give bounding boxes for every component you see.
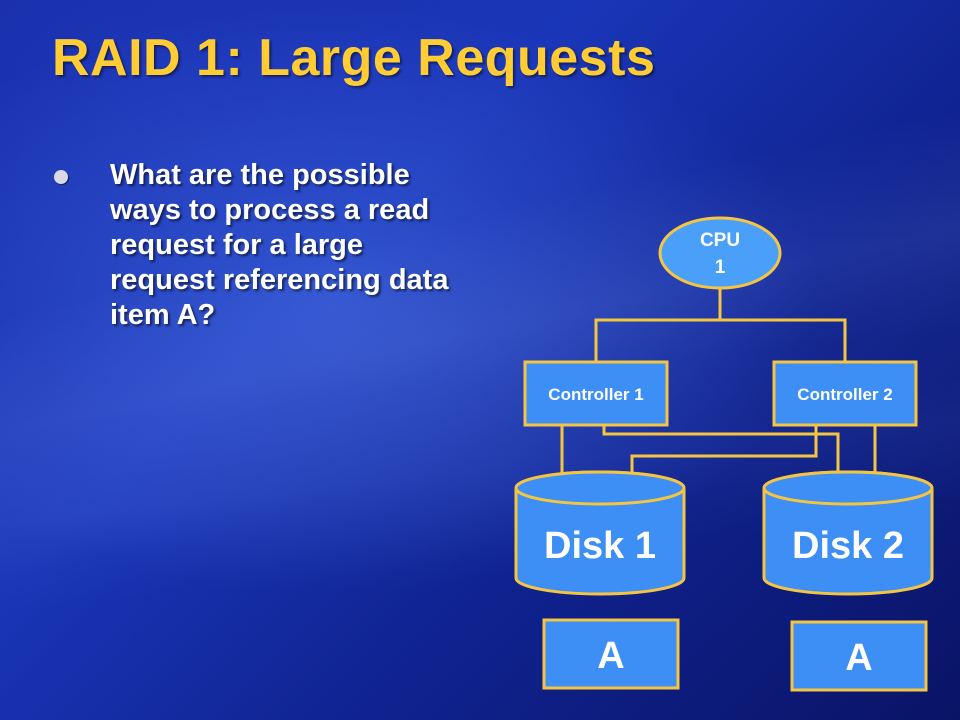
controller-1: Controller 1 [523, 360, 669, 427]
data-block-2-box [790, 620, 928, 692]
ctrl1-disk2-line [602, 426, 840, 494]
data-block-disk-2: A [790, 620, 928, 692]
slide-title: RAID 1: Large Requests [52, 29, 656, 87]
disk-1-top [514, 470, 686, 506]
cpu-label-line1: CPU [700, 230, 740, 251]
disk-1: Disk 1 [514, 470, 686, 596]
controller-2-box [772, 360, 918, 427]
controller-bus-line [594, 318, 847, 362]
data-block-1-label: A [597, 635, 624, 677]
bullet-dot-icon [54, 170, 68, 184]
data-block-disk-1: A [542, 618, 680, 690]
controller-2-label: Controller 2 [797, 385, 892, 404]
controller-1-label: Controller 1 [548, 385, 643, 404]
disk-2-label: Disk 2 [792, 525, 904, 567]
data-block-1-box [542, 618, 680, 690]
disk-1-label: Disk 1 [544, 525, 656, 567]
cpu-ellipse [658, 216, 782, 290]
data-block-2-label: A [845, 637, 872, 679]
controller-2: Controller 2 [772, 360, 918, 427]
disk-2-top [762, 470, 934, 506]
bullet-text: What are the possible ways to process a … [110, 159, 449, 331]
cpu-node: CPU 1 [658, 216, 782, 290]
disk-2: Disk 2 [762, 470, 934, 596]
cpu-label-line2: 1 [715, 257, 726, 278]
controller-1-box [523, 360, 669, 427]
